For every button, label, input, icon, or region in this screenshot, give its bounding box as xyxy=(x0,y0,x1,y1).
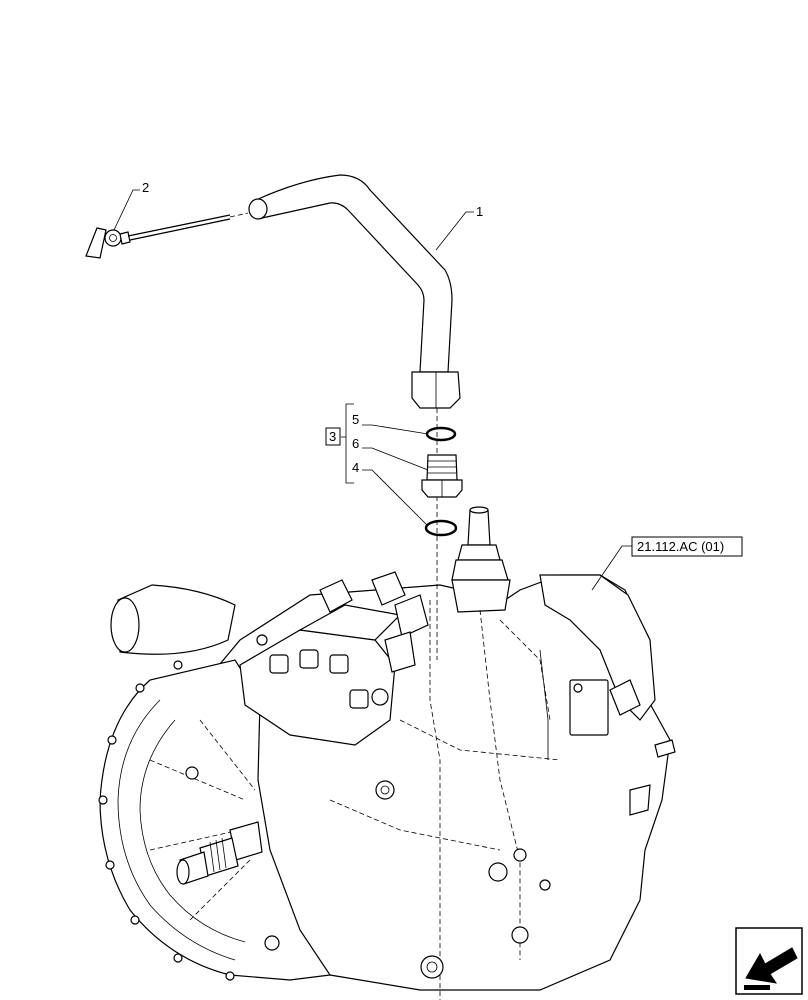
o-ring-lower xyxy=(424,519,458,537)
reference-box xyxy=(631,536,743,557)
transmission-assembly xyxy=(98,506,676,1000)
valve-block xyxy=(239,571,429,800)
callout-5: 5 xyxy=(352,412,359,427)
o-ring-upper xyxy=(425,426,457,442)
side-cover xyxy=(539,574,676,816)
callout-1: 1 xyxy=(476,204,483,219)
dipstick-sensor xyxy=(85,212,249,259)
leader-lines xyxy=(113,189,632,591)
callout-2: 2 xyxy=(142,180,149,195)
arrow-down-left-icon[interactable] xyxy=(735,927,803,995)
callout-3-box xyxy=(325,427,341,446)
input-shaft xyxy=(176,821,263,885)
reference-label[interactable]: 21.112.AC (01) xyxy=(637,539,724,554)
breather-spout xyxy=(451,506,511,613)
pipe-assembly xyxy=(248,174,461,409)
flange-bolts xyxy=(98,660,235,981)
callout-3: 3 xyxy=(329,429,336,444)
callout-4: 4 xyxy=(352,460,359,475)
callout-6: 6 xyxy=(352,436,359,451)
adapter-fitting xyxy=(421,454,463,498)
